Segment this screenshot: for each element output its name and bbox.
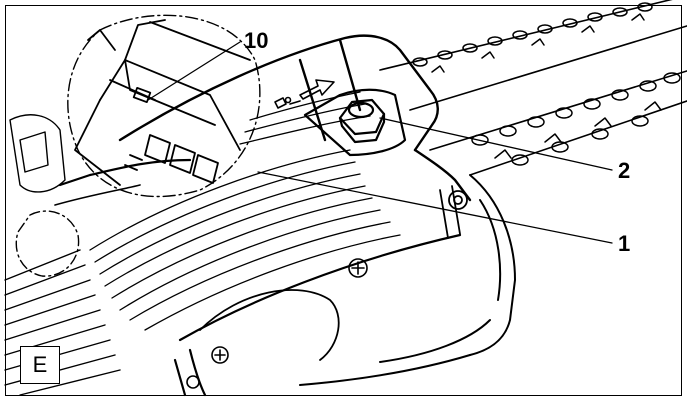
cover-ribs [89,91,401,331]
tensioner-slot [439,185,468,239]
cover-front [54,184,141,206]
callout-10: 10 [244,28,269,53]
figure-label-box: E [20,346,60,384]
saw-chain [379,0,687,176]
figure-label: E [32,352,48,377]
callout-2: 2 [618,158,631,183]
leader-line-2 [379,117,613,171]
nut-plate [303,88,407,157]
housing-screw [211,346,229,364]
hex-nut [338,98,386,144]
leader-line-1 [257,171,613,244]
clutch-drum-arc [199,289,340,361]
engine-housing [299,174,516,386]
lower-cover-edge [173,233,462,397]
callout-1: 1 [618,231,631,256]
cover-edge-left [58,158,192,187]
housing-screw-lower [186,375,200,389]
direction-arrow-symbol [274,79,335,109]
magnified-detail [67,14,261,198]
leader-lines [147,41,613,244]
cover-screw [348,258,368,278]
leader-line-10 [147,41,241,101]
detail-circle-small [15,210,80,277]
